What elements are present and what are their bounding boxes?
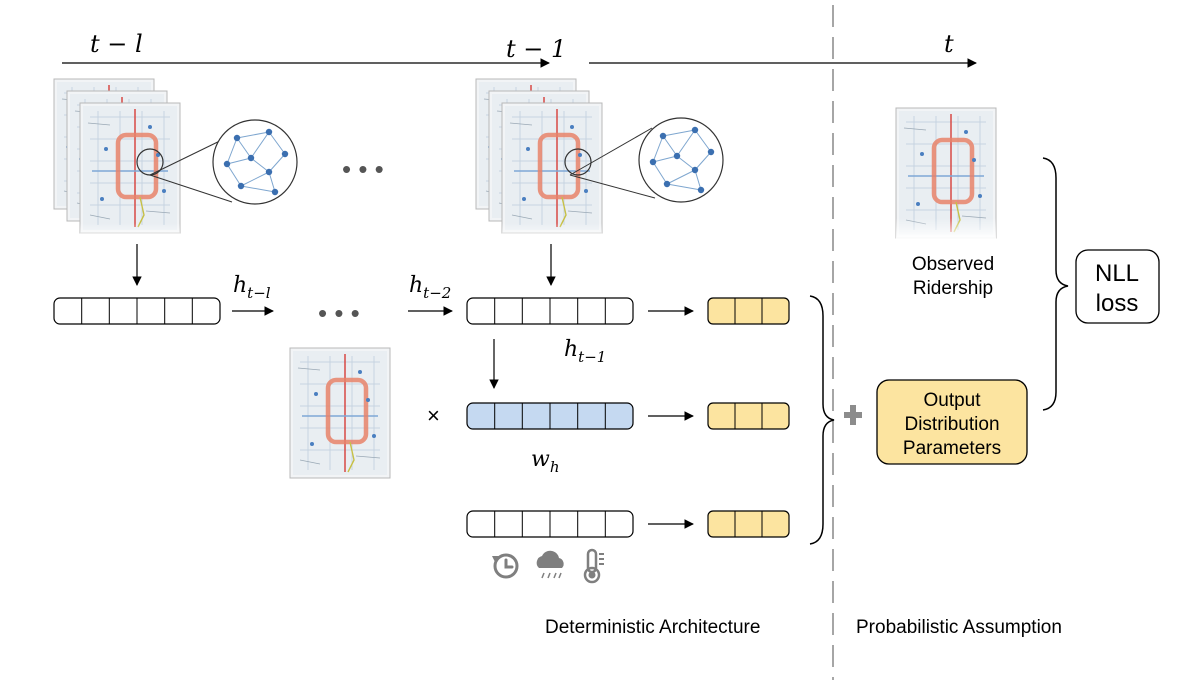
map-stack-t-1 xyxy=(476,79,602,243)
output-vector-1 xyxy=(707,297,790,325)
nll-loss-box: NLL loss xyxy=(1075,249,1160,324)
timeline-mid-label: t − 1 xyxy=(506,35,566,63)
plus-icon xyxy=(844,405,862,425)
hidden-ellipsis: • • • xyxy=(318,298,360,328)
loss-label-line-1: NLL xyxy=(1095,260,1139,287)
clock-icon xyxy=(492,553,519,579)
weight-vector-w-h xyxy=(466,402,634,430)
output-vector-2 xyxy=(707,402,790,430)
deterministic-section-label: Deterministic Architecture xyxy=(545,617,760,638)
observed-label-line-1: Observed xyxy=(912,254,994,275)
graph-zoom-t-l xyxy=(212,119,298,205)
multiply-symbol: × xyxy=(427,403,440,428)
output-box-line-3: Parameters xyxy=(903,438,1001,459)
loss-brace xyxy=(1042,157,1069,411)
hidden-vector-t-l xyxy=(53,297,221,325)
probabilistic-section-label: Probabilistic Assumption xyxy=(856,617,1062,638)
map-stack-t-l xyxy=(54,79,180,243)
graph-zoom-t-1 xyxy=(638,117,724,203)
observed-label-line-2: Ridership xyxy=(913,278,993,299)
adjacency-map xyxy=(290,348,390,500)
output-brace xyxy=(809,295,835,545)
hidden-label-h-t-l: ht−l xyxy=(233,273,271,302)
hidden-label-h-t-2: ht−2 xyxy=(409,273,451,302)
observed-ridership-map xyxy=(896,108,996,240)
output-distribution-box: Output Distribution Parameters xyxy=(876,379,1028,465)
thermometer-icon xyxy=(583,548,604,584)
timeline: t − l t − 1 t xyxy=(62,30,977,68)
weight-label-w-h: wh xyxy=(531,447,560,476)
hidden-label-h-t-1: ht−1 xyxy=(564,337,606,366)
output-box-line-1: Output xyxy=(923,390,981,411)
timeline-end-label: t xyxy=(944,30,954,58)
timeline-start-label: t − l xyxy=(90,30,143,58)
time-ellipsis: • • • xyxy=(342,154,384,184)
output-vector-3 xyxy=(707,510,790,538)
loss-label-line-2: loss xyxy=(1096,290,1139,317)
rain-cloud-icon xyxy=(536,550,564,579)
output-box-line-2: Distribution xyxy=(904,414,999,435)
hidden-vector-t-1 xyxy=(466,297,634,325)
context-vector xyxy=(466,510,634,538)
